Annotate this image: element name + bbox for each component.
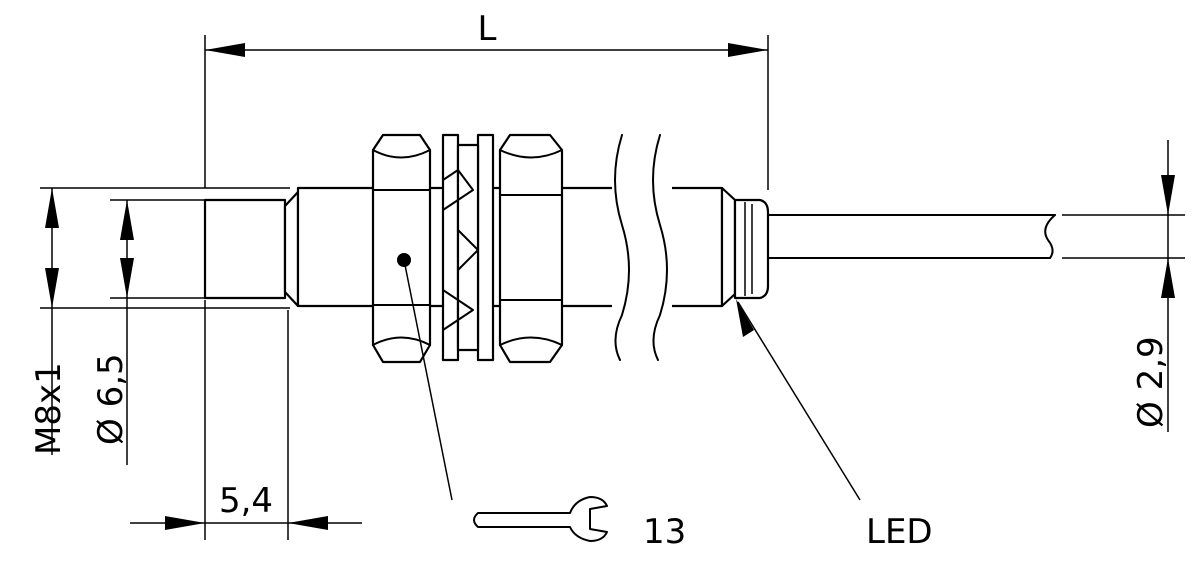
hex-nut-front	[371, 133, 432, 364]
sensing-face	[203, 198, 287, 300]
thread-chamfer	[283, 190, 300, 308]
wrench-callout: 13	[397, 253, 686, 552]
barrel-end	[720, 186, 737, 308]
face-length-label: 5,4	[219, 481, 273, 521]
wrench-size-label: 13	[643, 512, 686, 552]
cable-diameter-label: Ø 2,9	[1131, 336, 1171, 428]
dimension-thread: M8x1	[29, 187, 290, 455]
diameter-label: Ø 6,5	[91, 353, 131, 445]
length-label: L	[478, 9, 497, 49]
hex-nut-rear	[498, 133, 564, 364]
tooth-lock-washers	[441, 133, 495, 362]
led-label: LED	[866, 512, 933, 552]
led-callout: LED	[736, 299, 933, 552]
length-break-marks	[612, 130, 672, 361]
cable	[767, 214, 1056, 259]
wrench-icon	[473, 496, 608, 542]
dimension-cable-diameter: Ø 2,9	[1062, 140, 1185, 432]
dimension-length: L	[204, 9, 769, 190]
thread-label: M8x1	[29, 362, 69, 455]
dimension-diameter: Ø 6,5	[91, 199, 205, 465]
dimension-face-length: 5,4	[130, 300, 362, 540]
